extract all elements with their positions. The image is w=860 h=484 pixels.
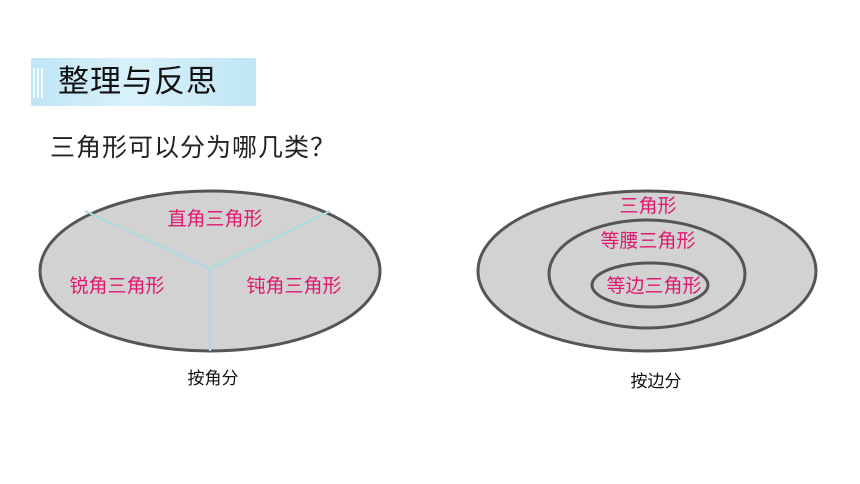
- caption-by-angle: 按角分: [188, 369, 239, 389]
- divider-top-right: [209, 210, 331, 270]
- label-obtuse-triangle: 钝角三角形: [246, 275, 341, 297]
- label-isosceles-triangle: 等腰三角形: [600, 230, 695, 252]
- tab-stripes-decoration: [33, 68, 43, 98]
- by-side-group: 三角形 等腰三角形 等边三角形 按边分: [476, 189, 818, 392]
- label-equilateral-triangle: 等边三角形: [606, 275, 701, 297]
- divider-top-left: [84, 210, 211, 270]
- label-right-triangle: 直角三角形: [167, 208, 262, 230]
- by-angle-group: 直角三角形 锐角三角形 钝角三角形 按角分: [38, 189, 382, 389]
- section-title-tab: [31, 58, 256, 106]
- label-triangle: 三角形: [619, 195, 676, 217]
- inner-ellipse-equilateral: [590, 261, 710, 309]
- section-title: 整理与反思: [58, 64, 218, 100]
- caption-by-side: 按边分: [631, 372, 682, 392]
- label-acute-triangle: 锐角三角形: [69, 275, 164, 297]
- question-text: 三角形可以分为哪几类？: [50, 133, 337, 162]
